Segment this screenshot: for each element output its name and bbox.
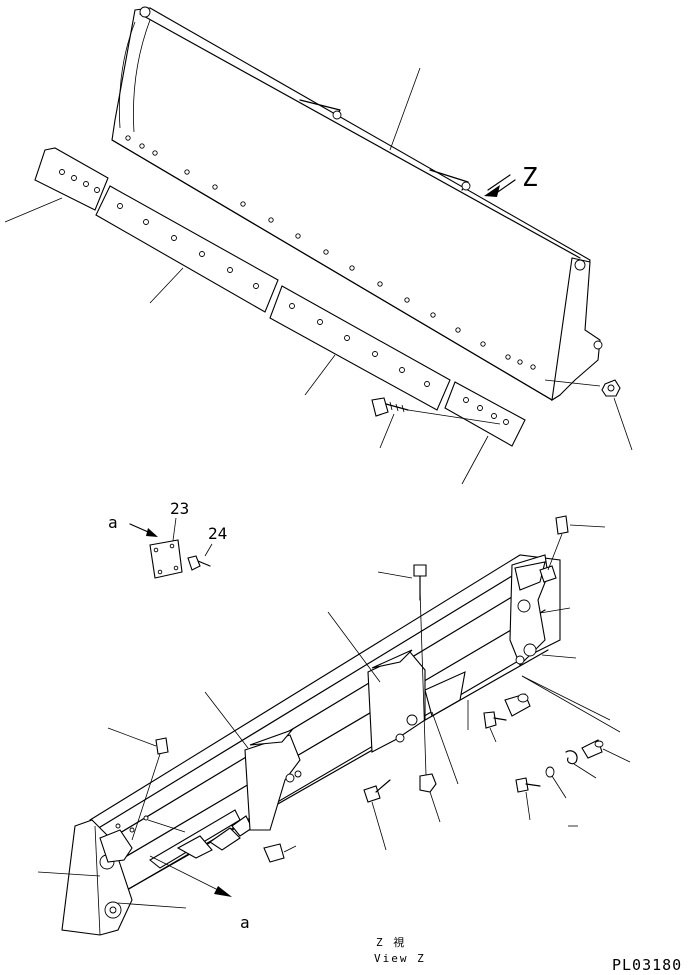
detail-a-plate-group: a 23 24 xyxy=(108,499,227,579)
frame-assembly xyxy=(61,554,561,936)
view-caption-jp: Z 視 xyxy=(376,935,406,949)
bolt-icon xyxy=(377,564,427,601)
leader-lines xyxy=(37,607,621,909)
grease-fitting-left-icon xyxy=(107,727,169,841)
center-bracket-left xyxy=(244,734,301,831)
cutting-edge-2 xyxy=(269,285,451,411)
callout-23: 23 xyxy=(170,499,189,518)
cover-plate xyxy=(149,539,183,579)
stepped-pin-icon xyxy=(363,779,391,851)
view-z-label: Z xyxy=(522,163,538,193)
view-caption-en: View Z xyxy=(374,952,426,965)
small-bolt-icon xyxy=(483,711,507,743)
cutting-edges xyxy=(4,147,633,485)
blade-assembly: Z xyxy=(111,6,603,402)
pin-icon xyxy=(467,693,531,730)
washer-icon xyxy=(545,766,567,799)
screw-icon xyxy=(187,555,211,571)
detail-a-label-lower: a xyxy=(240,913,250,932)
view-z-arrow-icon xyxy=(484,174,516,197)
callout-24: 24 xyxy=(208,524,227,543)
end-bit-right xyxy=(444,381,526,447)
cutting-edge-1 xyxy=(95,185,279,313)
fitting-lower-icon xyxy=(263,843,297,863)
detail-a-label-upper: a xyxy=(108,513,118,532)
blade-moldboard-curve xyxy=(118,21,136,129)
blade-end-plate xyxy=(551,257,601,402)
small-parts xyxy=(107,515,631,863)
blade-bolt-holes xyxy=(125,135,536,370)
hex-bolt-icon xyxy=(515,777,541,821)
pin-right-icon xyxy=(581,739,631,763)
grease-fitting-icon xyxy=(547,515,606,571)
clip-icon xyxy=(565,750,597,779)
plow-bolt-icon xyxy=(371,397,501,449)
nut-icon xyxy=(544,379,633,451)
lock-nut-icon xyxy=(419,589,441,823)
drawing-code: PL03180 xyxy=(612,956,682,974)
